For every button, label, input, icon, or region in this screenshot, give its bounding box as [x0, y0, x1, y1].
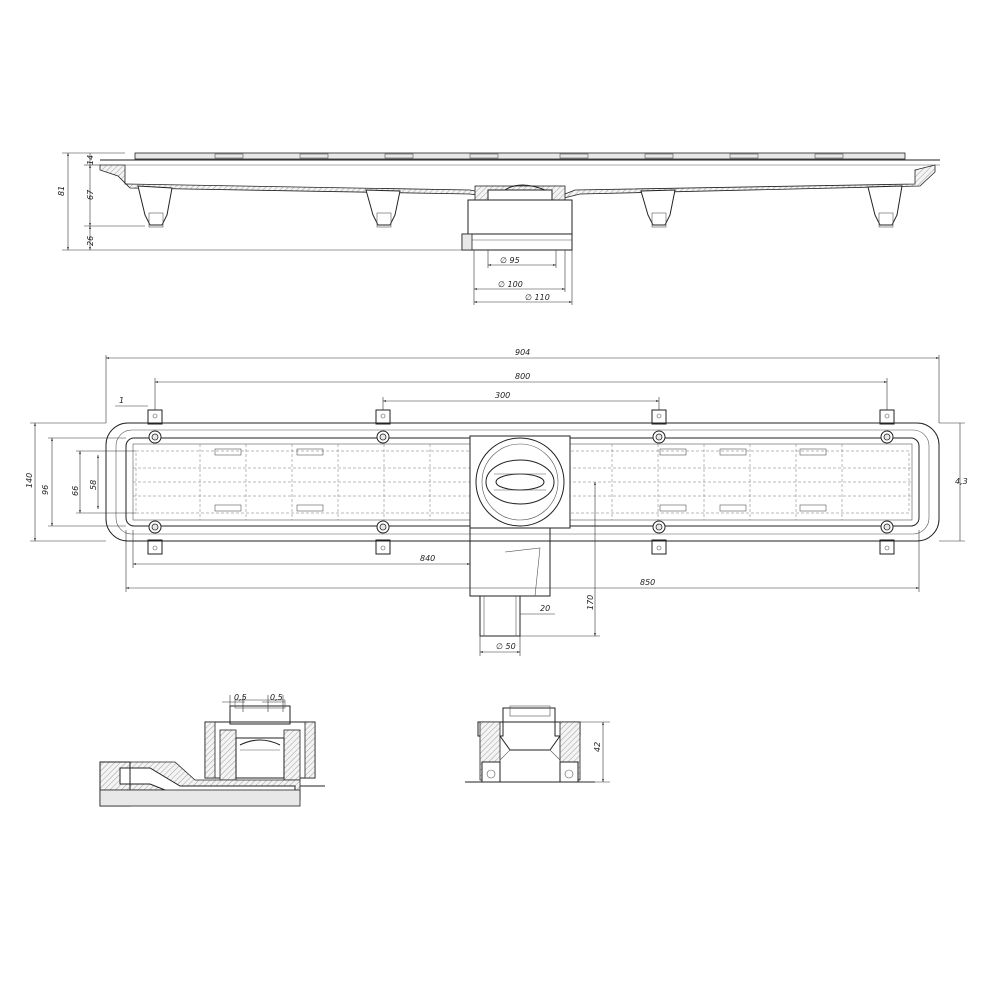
section-left: 0,5 0,5	[99, 693, 325, 807]
outlet-pipe	[479, 595, 521, 637]
dim-800: 800	[515, 372, 530, 381]
dim-67: 67	[86, 189, 95, 200]
top-dimensions: 904 800 300 1 140 96 66 58	[25, 348, 968, 656]
dim-66: 66	[71, 486, 80, 496]
outlet-dimensions: ∅ 95 ∅ 100 ∅ 110	[473, 250, 573, 305]
dim-42: 42	[593, 742, 602, 752]
dim-20: 20	[540, 604, 550, 613]
leg-4	[867, 185, 903, 226]
grate-slots	[214, 153, 844, 159]
drain-unit	[469, 435, 571, 637]
dim-14: 14	[86, 155, 95, 165]
dim-d95: ∅ 95	[500, 256, 520, 265]
dim-850: 850	[640, 578, 655, 587]
slots	[214, 448, 827, 512]
dim-d100: ∅ 100	[498, 280, 523, 289]
dim-d110: ∅ 110	[525, 293, 550, 302]
dim-0-5-a: 0,5	[234, 693, 247, 702]
top-view: 904 800 300 1 140 96 66 58	[25, 348, 968, 656]
dim-58: 58	[89, 480, 98, 490]
grate-top	[134, 152, 906, 160]
dim-0-5-b: 0,5	[270, 693, 283, 702]
dim-26: 26	[86, 236, 95, 246]
dim-d50: ∅ 50	[496, 642, 516, 651]
side-outlet	[461, 184, 573, 251]
side-view: 81 14 67 26 ∅ 95 ∅ 100 ∅ 110	[57, 152, 940, 305]
dim-140: 140	[25, 473, 34, 488]
dim-170: 170	[586, 595, 595, 610]
leg-1	[137, 185, 173, 226]
dim-81: 81	[57, 186, 66, 196]
dim-840: 840	[420, 554, 435, 563]
side-dimensions: 81 14 67 26	[57, 152, 462, 251]
dim-right: 4,3	[955, 477, 968, 486]
leg-2	[365, 189, 401, 226]
outer-frame	[105, 422, 940, 542]
dim-300: 300	[495, 391, 510, 400]
grid-lines	[133, 444, 912, 520]
screws	[148, 430, 894, 534]
dim-904: 904	[515, 348, 530, 357]
section-right: 42	[465, 705, 610, 783]
leg-3	[640, 189, 676, 226]
dim-96: 96	[41, 485, 50, 495]
side-legs	[137, 185, 903, 228]
dim-1: 1	[119, 396, 124, 405]
